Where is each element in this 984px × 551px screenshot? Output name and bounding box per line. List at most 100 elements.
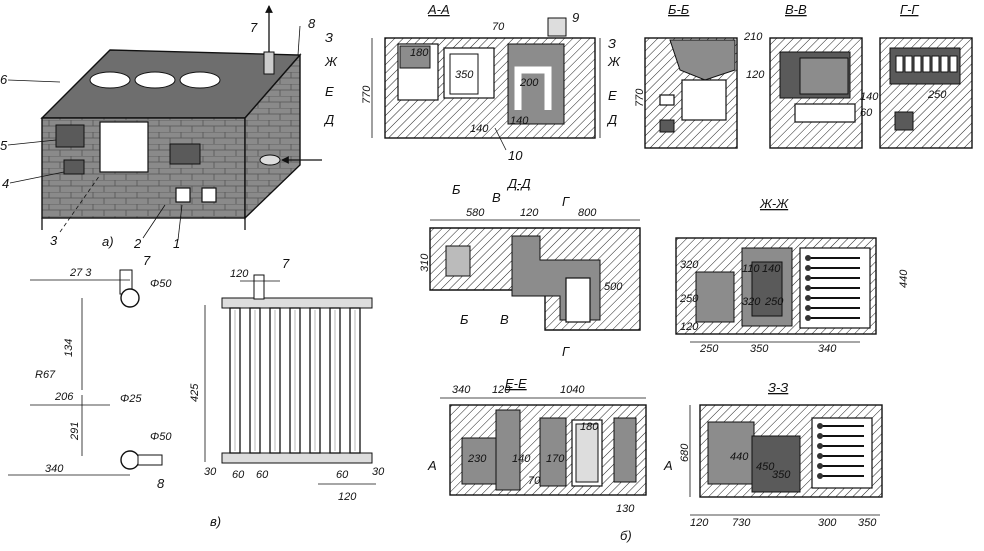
z3-dim-300: 300	[818, 517, 837, 529]
coil-pass	[817, 453, 823, 459]
aa-dim-770: 770	[361, 85, 373, 104]
dd-cut-g: Г	[562, 194, 570, 209]
ee-dim-130: 130	[616, 503, 635, 515]
register-tubes	[229, 307, 361, 454]
level-right-d: Д	[606, 112, 617, 127]
label-5: 5	[0, 138, 8, 153]
z3-coil	[817, 423, 864, 479]
label-2: 2	[133, 236, 142, 251]
dd-dim-580: 580	[466, 207, 485, 219]
zz-dim-250: 250	[679, 293, 699, 305]
zz-dim-140: 140	[762, 263, 781, 275]
gg-grate-cells	[895, 55, 958, 73]
level-markers-right: З Ж Е Д	[606, 36, 621, 127]
reg-dim-60b: 60	[256, 469, 269, 481]
section-zz-title: Ж-Ж	[759, 196, 789, 211]
heating-register-view: 120 7 425 30 60 60 60 30 120 в)	[189, 256, 385, 529]
aa-dim-180: 180	[410, 47, 429, 59]
zz-dim-320: 320	[680, 259, 699, 271]
section-bb: Б-Б 770 210	[634, 2, 763, 149]
grate-cell	[922, 55, 931, 73]
subfigure-v-label: в)	[210, 514, 221, 529]
hotplate-ring-2	[134, 71, 176, 89]
coil-pass	[805, 285, 811, 291]
section-gg: Г-Г 250	[879, 2, 973, 149]
zz-dim-250c: 250	[699, 343, 719, 355]
firebox-door	[99, 121, 149, 173]
aa-dim-200: 200	[519, 77, 539, 89]
vent-2	[201, 187, 217, 203]
section-dd-title: Д-Д	[506, 176, 531, 191]
reg-dim-60c: 60	[336, 469, 349, 481]
grate-cell	[913, 55, 922, 73]
coil-pass	[817, 443, 823, 449]
reg-dim-30b: 30	[372, 466, 385, 478]
zz-dim-350: 350	[750, 343, 769, 355]
dd-dim-120: 120	[520, 207, 539, 219]
vv-dim-60: 60	[860, 107, 873, 119]
gg-dim-250: 250	[927, 89, 947, 101]
section-ee-title: Е-Е	[505, 376, 527, 391]
register-bottom-header	[221, 452, 373, 464]
z3-dim-440: 440	[730, 451, 749, 463]
coil-pass	[817, 433, 823, 439]
aa-label-10: 10	[508, 148, 523, 163]
aa-dim-140b: 140	[470, 123, 489, 135]
pipe-label-7: 7	[143, 253, 151, 268]
ee-dim-120: 120	[492, 384, 511, 396]
grate-cell	[931, 55, 940, 73]
dim-273: 27 3	[69, 267, 92, 279]
coil-pass	[805, 305, 811, 311]
level-e: Е	[325, 84, 334, 99]
hotplate-ring-3	[179, 71, 221, 89]
zz-coil	[805, 255, 860, 321]
stove-side-face	[244, 53, 301, 220]
pipe-label-8: 8	[157, 476, 165, 491]
reg-dim-30a: 30	[204, 466, 217, 478]
grate-cell	[895, 55, 904, 73]
ee-dim-230: 230	[467, 453, 487, 465]
coil-pass	[817, 423, 823, 429]
section-vv: В-В 120 140 60	[746, 2, 879, 149]
section-dd: Д-Д 580 120 800 310 500 Б В Г Б В Г	[419, 176, 641, 359]
dd-cut-v: В	[492, 190, 501, 205]
vv-dim-120: 120	[746, 69, 765, 81]
oven-door	[55, 124, 85, 148]
hotplate-ring-1	[89, 71, 131, 89]
coil-pass	[805, 255, 811, 261]
coil-pass	[805, 265, 811, 271]
z3-dim-120: 120	[690, 517, 709, 529]
bb-dim-210: 210	[743, 31, 763, 43]
coil-pass	[805, 315, 811, 321]
section-ee: Е-Е 340 120 1040 230 180 170 140 70 130 …	[427, 376, 673, 543]
ee-cut-a: А	[427, 458, 437, 473]
section-aa-title: А-А	[427, 2, 450, 17]
level-z: З	[325, 30, 333, 45]
aa-label-9: 9	[572, 10, 579, 25]
label-6: 6	[0, 72, 8, 87]
grate-cell	[949, 55, 958, 73]
dim-phi25: Φ25	[120, 393, 142, 405]
zz-dim-120: 120	[680, 321, 699, 333]
coil-pass	[805, 295, 811, 301]
bb-dim-770: 770	[634, 88, 646, 107]
ee-dim-180: 180	[580, 421, 599, 433]
ash-door	[169, 143, 201, 165]
dim-206: 206	[54, 391, 74, 403]
vent-1	[175, 187, 191, 203]
ee-cut-a2: А	[663, 458, 673, 473]
dim-134: 134	[63, 339, 75, 357]
reg-dim-120: 120	[230, 268, 249, 280]
subfigure-a-label: а)	[102, 234, 114, 249]
water-outlet	[259, 154, 281, 166]
aa-oven-block	[399, 45, 431, 69]
dd-cut-v2: В	[500, 312, 509, 327]
dd-cut-b: Б	[452, 182, 461, 197]
aa-dim-350: 350	[455, 69, 474, 81]
z3-dim-350b: 350	[858, 517, 877, 529]
section-bb-title: Б-Б	[668, 2, 690, 17]
label-3: 3	[50, 233, 58, 248]
reg-dim-120b: 120	[338, 491, 357, 503]
ee-dim-340: 340	[452, 384, 471, 396]
